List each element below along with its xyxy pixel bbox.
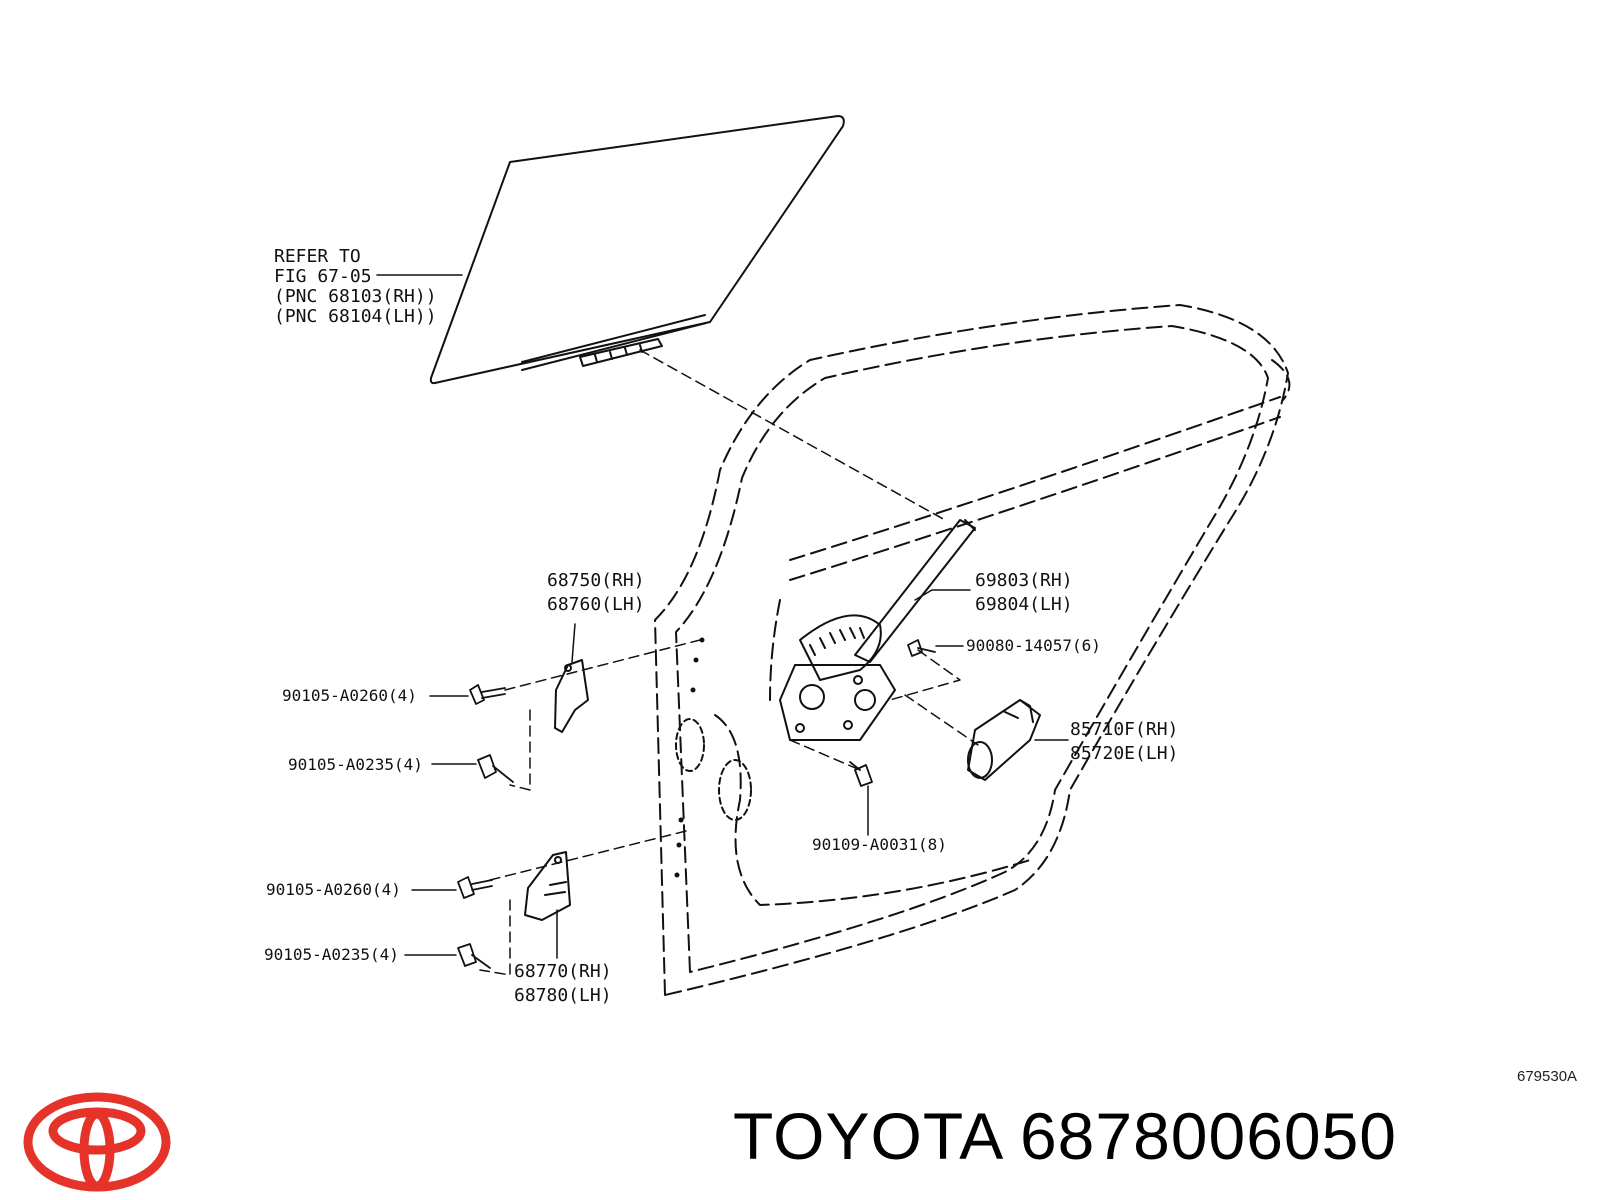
leader-dashes [479,349,979,976]
hinge-lower [524,851,571,921]
part-label-bolt-90109: 90109-A0031(8) [812,835,947,854]
toyota-logo [23,1092,171,1192]
part-label-hinge-upper-rh: 68750(RH) [547,570,645,591]
window-regulator [779,519,976,741]
hinge-upper [554,659,589,733]
door-holes [675,718,752,821]
diagram-id: 679530A [1517,1068,1578,1085]
part-label-motor-lh: 85720E(LH) [1070,743,1178,764]
part-label-bolt-upper-a0260: 90105-A0260(4) [282,686,417,705]
part-label-regulator-lh: 69804(LH) [975,594,1073,615]
product-title: TOYOTA 6878006050 [733,1099,1398,1173]
part-label-hinge-upper-lh: 68760(LH) [547,594,645,615]
refer-label-line2: FIG 67-05 [274,266,372,287]
part-label-hinge-lower-rh: 68770(RH) [514,961,612,982]
door-dots [674,637,705,878]
part-label-bolt-lower-a0260: 90105-A0260(4) [266,880,401,899]
part-label-hinge-lower-lh: 68780(LH) [514,985,612,1006]
refer-label-line3: (PNC 68103(RH)) [274,286,437,307]
refer-label-line1: REFER TO [274,246,361,267]
bolt-icons [457,639,936,969]
part-label-regulator-rh: 69803(RH) [975,570,1073,591]
window-glass [429,115,845,385]
refer-label-line4: (PNC 68104(LH)) [274,306,437,327]
part-label-bolt-upper-a0235: 90105-A0235(4) [288,755,423,774]
part-label-bolt-lower-a0235: 90105-A0235(4) [264,945,399,964]
part-label-bolt-90080: 90080-14057(6) [966,636,1101,655]
regulator-motor [967,699,1041,781]
part-label-motor-rh: 85710F(RH) [1070,719,1178,740]
label-leaders [376,274,1069,959]
door-panel [654,304,1291,996]
